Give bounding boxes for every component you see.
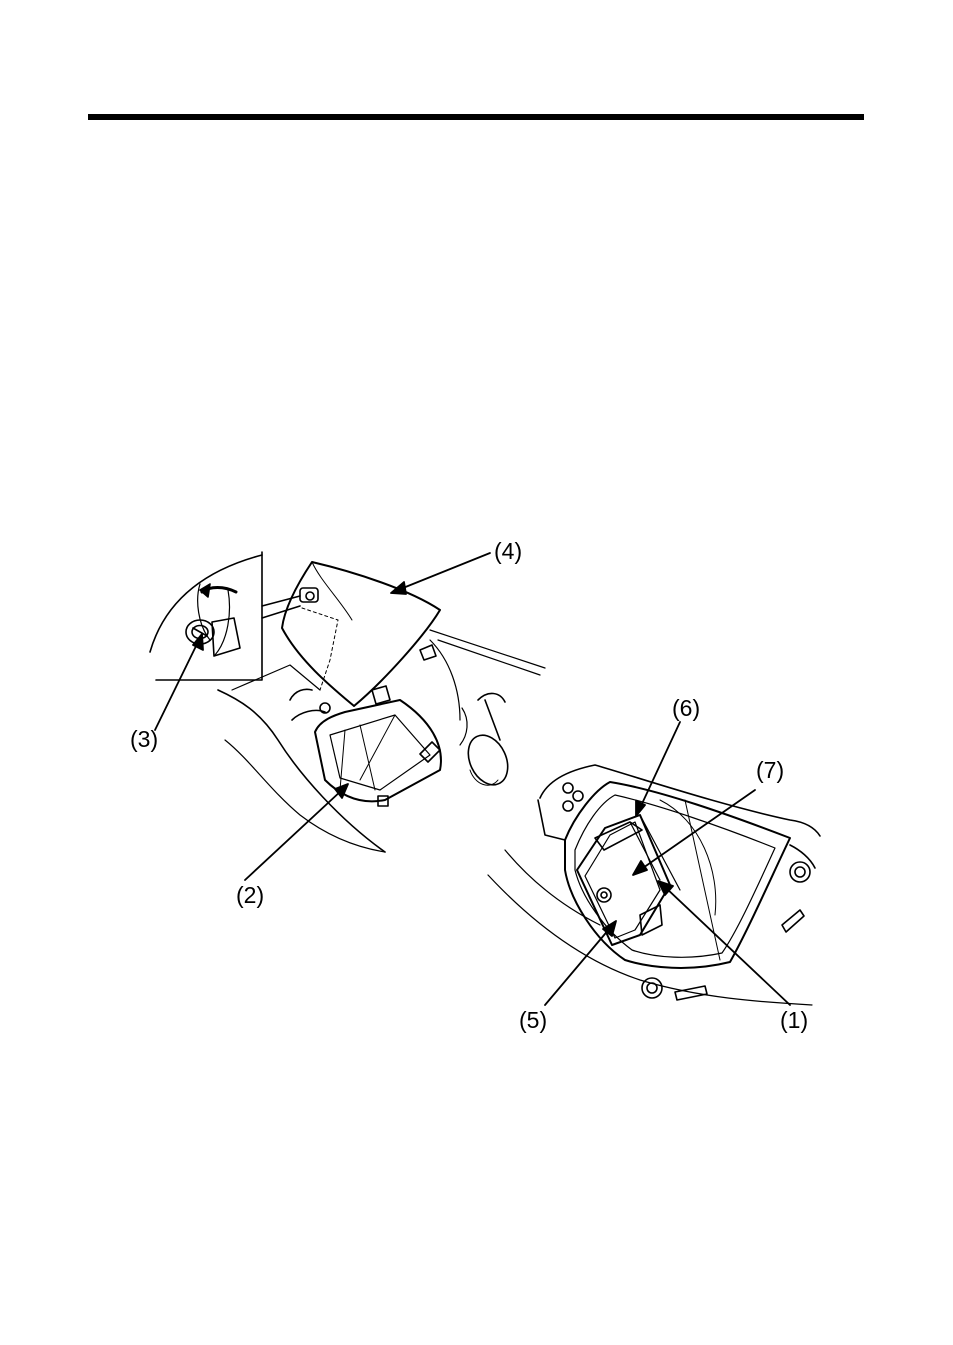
callout-5: (5) [519,1007,547,1033]
callout-4: (4) [494,538,522,564]
callout-6: (6) [672,695,700,721]
callout-3: (3) [130,726,158,752]
leader-lines [155,553,790,1005]
callout-1: (1) [780,1007,808,1033]
filter-view [488,765,820,1005]
cover-view [218,562,545,852]
callout-7: (7) [756,757,784,783]
lock-inset [150,552,262,680]
callout-2: (2) [236,882,264,908]
